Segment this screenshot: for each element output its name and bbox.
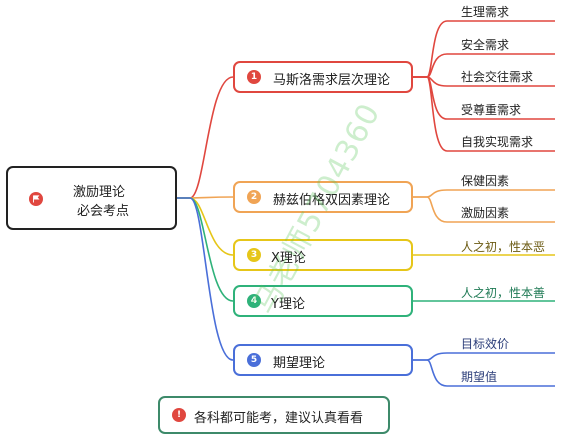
connector-herzberg-child-2 bbox=[413, 196, 555, 223]
number-badge-icon: 4 bbox=[247, 294, 261, 308]
leaf-theory-x-1[interactable]: 人之初，性本恶 bbox=[461, 240, 546, 254]
branch-herzberg[interactable]: 2 赫兹伯格双因素理论 bbox=[233, 181, 413, 213]
leaf-maslow-4[interactable]: 受尊重需求 bbox=[461, 103, 522, 117]
leaf-maslow-5[interactable]: 自我实现需求 bbox=[461, 135, 534, 149]
number-badge-icon: 1 bbox=[247, 70, 261, 84]
connector-root-maslow bbox=[177, 76, 234, 199]
leaf-expectancy-1[interactable]: 目标效价 bbox=[461, 337, 510, 351]
branch-label: Y理论 bbox=[271, 297, 305, 312]
branch-maslow[interactable]: 1 马斯洛需求层次理论 bbox=[233, 61, 413, 93]
warning-icon: ! bbox=[172, 408, 186, 422]
root-title: 激励理论 bbox=[73, 185, 126, 200]
connector-expectancy-child-2 bbox=[413, 359, 555, 387]
branch-expectancy[interactable]: 5 期望理论 bbox=[233, 344, 413, 376]
connector-expectancy-child-1 bbox=[413, 352, 555, 361]
leaf-theory-y-1[interactable]: 人之初，性本善 bbox=[461, 286, 546, 300]
branch-theory-x[interactable]: 3 X理论 bbox=[233, 239, 413, 271]
leaf-maslow-3[interactable]: 社会交往需求 bbox=[461, 70, 534, 84]
root-node[interactable]: 激励理论 必会考点 bbox=[6, 166, 177, 230]
connector-herzberg-child-1 bbox=[413, 189, 555, 198]
connector-maslow-child-5 bbox=[413, 76, 555, 152]
leaf-herzberg-2[interactable]: 激励因素 bbox=[461, 206, 510, 220]
connector-root-theory-y bbox=[177, 197, 234, 302]
connector-root-expectancy bbox=[177, 197, 234, 361]
leaf-maslow-2[interactable]: 安全需求 bbox=[461, 38, 510, 52]
number-badge-icon: 2 bbox=[247, 190, 261, 204]
leaf-maslow-1[interactable]: 生理需求 bbox=[461, 5, 510, 19]
branch-theory-y[interactable]: 4 Y理论 bbox=[233, 285, 413, 317]
flag-icon bbox=[29, 192, 43, 206]
note-box: ! 各科都可能考，建议认真看看 bbox=[158, 396, 390, 434]
root-subtitle: 必会考点 bbox=[77, 204, 130, 219]
leaf-expectancy-2[interactable]: 期望值 bbox=[461, 370, 498, 384]
connector-root-theory-x bbox=[177, 197, 234, 256]
note-text: 各科都可能考，建议认真看看 bbox=[194, 411, 364, 426]
branch-label: X理论 bbox=[271, 251, 306, 266]
branch-label: 赫兹伯格双因素理论 bbox=[273, 193, 391, 208]
number-badge-icon: 5 bbox=[247, 353, 261, 367]
branch-label: 马斯洛需求层次理论 bbox=[273, 73, 391, 88]
number-badge-icon: 3 bbox=[247, 248, 261, 262]
branch-label: 期望理论 bbox=[273, 356, 326, 371]
leaf-herzberg-1[interactable]: 保健因素 bbox=[461, 174, 510, 188]
